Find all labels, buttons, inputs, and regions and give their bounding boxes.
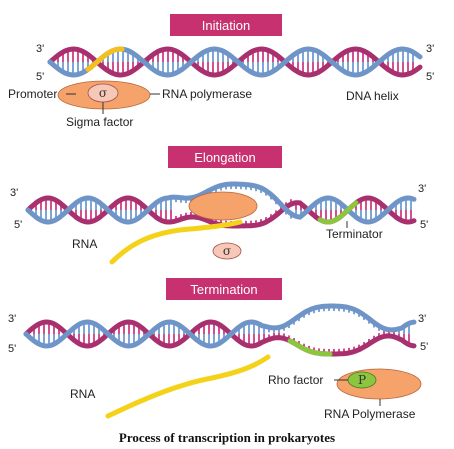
initiation-right-3prime: 3' — [426, 43, 434, 55]
termination-rna-polymerase-label: RNA Polymerase — [324, 407, 416, 421]
initiation-sigma-symbol: σ — [99, 86, 107, 100]
initiation-right-5prime: 5' — [426, 71, 434, 83]
rho-symbol: P — [358, 373, 366, 387]
initiation-left-3prime: 3' — [36, 43, 44, 55]
elongation-sigma-symbol: σ — [223, 244, 231, 258]
elongation-released-sigma — [212, 242, 242, 260]
initiation-banner — [170, 14, 282, 36]
initiation-dna-helix — [47, 46, 423, 78]
elongation-rna-polymerase — [188, 191, 258, 221]
elongation-panel: Elongation σ 3' 5' 3' 5' RNA Terminator — [10, 146, 428, 265]
elongation-right-3prime: 3' — [418, 183, 426, 195]
dna-helix-label: DNA helix — [346, 89, 399, 103]
elongation-rna-label: RNA — [72, 237, 97, 251]
terminator-region — [317, 200, 359, 225]
initiation-panel: Initiation 3' 5' 3' 5' σ Promoter RNA po… — [8, 14, 434, 129]
initiation-rna-polymerase-label: RNA polymerase — [162, 87, 252, 101]
rho-factor-label: Rho factor — [268, 373, 323, 387]
termination-strand-magenta — [23, 319, 417, 357]
termination-rna-strand — [105, 354, 271, 419]
termination-dna-helix — [23, 303, 417, 357]
initiation-title: Initiation — [202, 18, 250, 33]
termination-rna-label: RNA — [70, 387, 95, 401]
elongation-right-5prime: 5' — [420, 219, 428, 231]
termination-right-5prime: 5' — [420, 341, 428, 353]
elongation-title: Elongation — [194, 150, 255, 165]
figure-caption: Process of transcription in prokaryotes — [119, 430, 335, 445]
termination-right-3prime: 3' — [418, 313, 426, 325]
sigma-factor-label: Sigma factor — [66, 115, 133, 129]
terminator-region — [287, 338, 333, 357]
initiation-strand-magenta — [47, 46, 423, 78]
termination-title: Termination — [190, 282, 257, 297]
termination-strand-blue — [23, 303, 417, 349]
elongation-left-3prime: 3' — [10, 187, 18, 199]
termination-left-3prime: 3' — [8, 313, 16, 325]
elongation-left-5prime: 5' — [14, 219, 22, 231]
promoter-region — [85, 46, 125, 72]
termination-banner — [166, 278, 282, 300]
termination-panel: Termination P 3' 5' 3' 5' RNA Rho factor… — [8, 278, 428, 421]
initiation-left-5prime: 5' — [36, 71, 44, 83]
elongation-banner — [168, 146, 282, 168]
promoter-label: Promoter — [8, 87, 57, 101]
termination-left-5prime: 5' — [8, 343, 16, 355]
elongation-dna-helix — [25, 181, 417, 229]
terminator-label: Terminator — [326, 227, 383, 241]
elongation-rna-strand — [109, 219, 243, 265]
